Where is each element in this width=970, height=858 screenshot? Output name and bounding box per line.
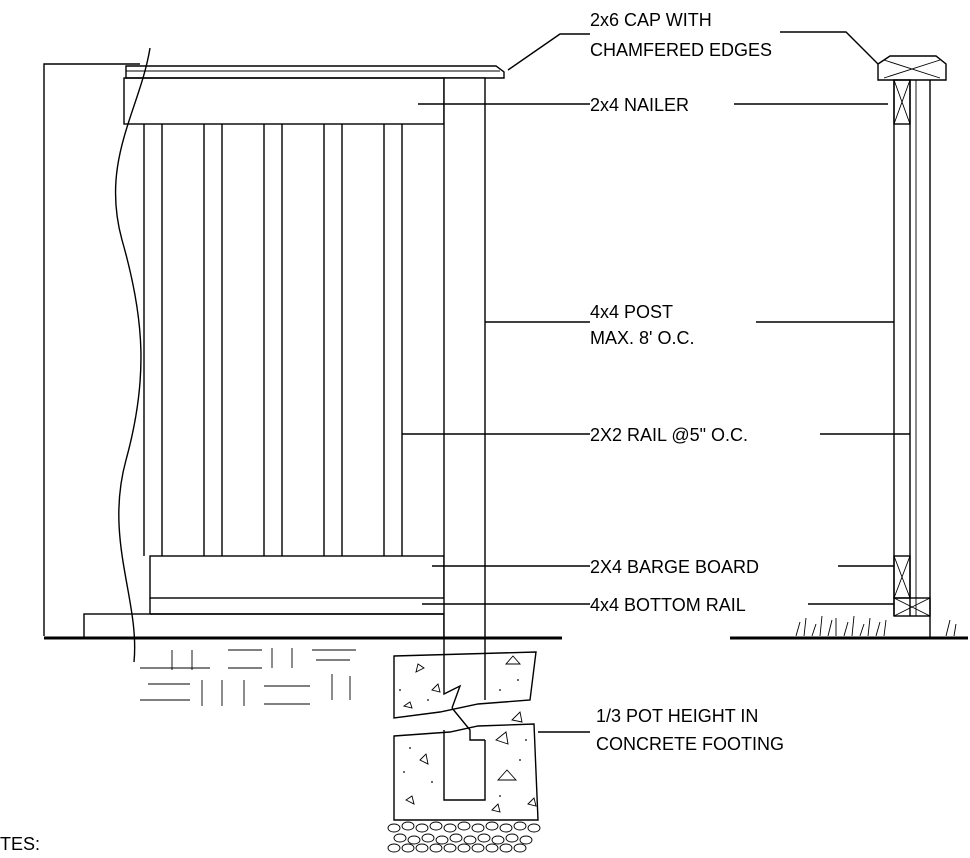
footing-lower xyxy=(393,723,539,821)
pickets xyxy=(143,124,403,556)
leader-cap-left xyxy=(507,33,590,71)
post-embed-lower xyxy=(443,730,486,801)
left-frame-outline xyxy=(43,63,140,636)
footing-upper xyxy=(393,651,537,719)
gravel-base xyxy=(387,821,541,853)
leader-cap-right xyxy=(780,31,879,65)
label-post-line2: MAX. 8' O.C. xyxy=(590,328,694,348)
label-bottom-rail: 4x4 BOTTOM RAIL xyxy=(590,595,746,615)
front-elevation xyxy=(43,47,562,853)
break-line xyxy=(114,47,151,663)
post xyxy=(443,77,486,639)
grass-hatch xyxy=(795,615,957,637)
bottom-rail xyxy=(83,613,445,639)
label-barge: 2X4 BARGE BOARD xyxy=(590,557,759,577)
nailer-board xyxy=(123,77,445,125)
side-bottom-rail xyxy=(893,597,931,617)
concrete-footing xyxy=(387,638,541,853)
side-section xyxy=(730,55,968,640)
label-footing-line2: CONCRETE FOOTING xyxy=(596,734,784,754)
label-cap-line1: 2x6 CAP WITH xyxy=(590,10,712,30)
label-footing-line1: 1/3 POT HEIGHT IN xyxy=(596,706,758,726)
label-cap-line2: CHAMFERED EDGES xyxy=(590,40,772,60)
post-break-zigzag xyxy=(451,707,485,741)
labels: 2x6 CAP WITH CHAMFERED EDGES 2x4 NAILER … xyxy=(0,10,784,854)
post-embed-left-upper xyxy=(443,638,462,709)
soil-hatch xyxy=(140,648,356,706)
cap-board xyxy=(125,65,505,79)
side-nailer xyxy=(893,79,911,125)
label-post-line1: 4x4 POST xyxy=(590,302,673,322)
notes-heading: TES: xyxy=(0,834,40,853)
cap-cross xyxy=(883,59,941,79)
barge-board xyxy=(149,555,445,599)
leader-lines xyxy=(402,31,910,733)
label-rail: 2X2 RAIL @5" O.C. xyxy=(590,425,748,445)
label-nailer: 2x4 NAILER xyxy=(590,95,689,115)
